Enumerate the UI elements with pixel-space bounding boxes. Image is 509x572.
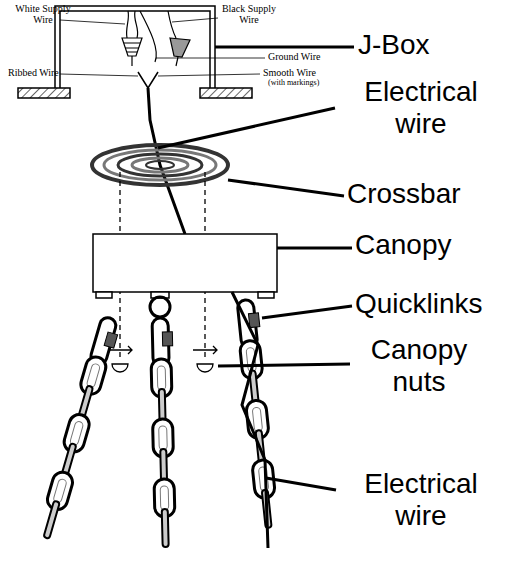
part-label: Electrical wire xyxy=(337,468,505,532)
part-label: Canopy xyxy=(355,229,505,261)
part-label: J-Box xyxy=(358,29,498,61)
wire-label: Smooth Wire xyxy=(263,68,333,79)
leader-lines xyxy=(158,47,354,490)
wire-label: White Supply Wire xyxy=(12,4,74,25)
part-label: Electrical wire xyxy=(337,76,505,140)
part-label: Crossbar xyxy=(347,178,505,210)
canopy-body xyxy=(93,234,277,292)
crossbar xyxy=(92,145,228,185)
junction-box xyxy=(18,6,252,98)
chains xyxy=(43,299,275,547)
part-label: Canopy nuts xyxy=(354,334,484,398)
part-label: Quicklinks xyxy=(355,288,505,320)
wire-label: Ribbed Wire xyxy=(8,68,68,79)
electrical-wire xyxy=(232,292,268,548)
canopy-loops xyxy=(96,292,274,317)
wire-label: Ground Wire xyxy=(268,52,338,63)
wire-label: Black Supply Wire xyxy=(218,4,280,25)
wire-note: (with markings) xyxy=(268,79,338,87)
box-leaders xyxy=(60,18,265,76)
supply-wires xyxy=(122,11,190,88)
